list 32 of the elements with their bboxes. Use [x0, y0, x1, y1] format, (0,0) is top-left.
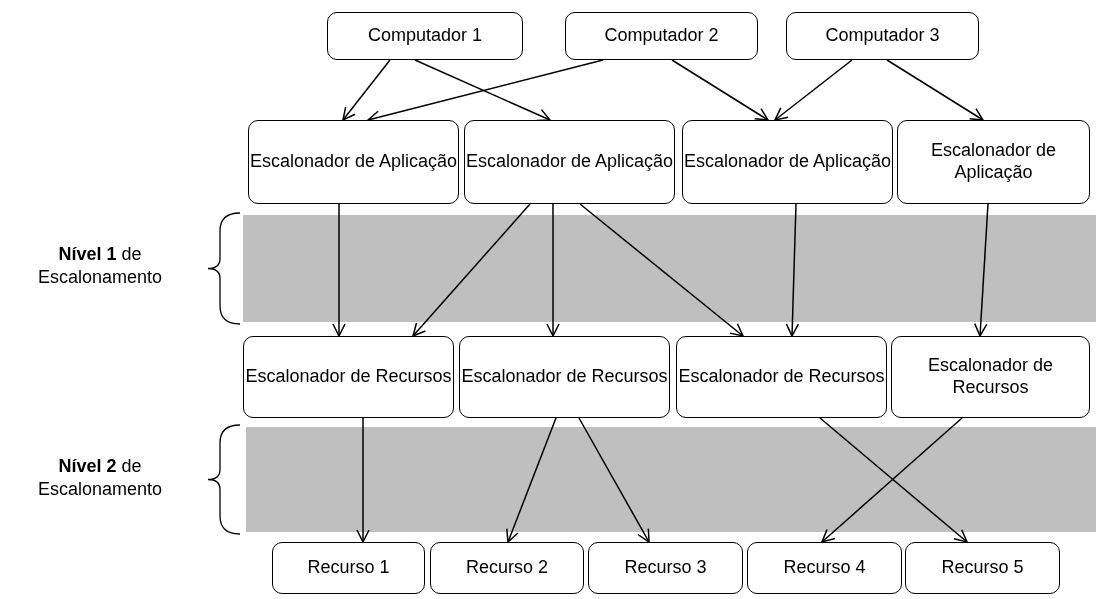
resource-box: Recurso 2 [430, 542, 584, 594]
arrow [579, 203, 744, 337]
level-label: Nível 1 de Escalonamento [36, 243, 164, 288]
resource-scheduler-box: Escalonador de Recursos [243, 336, 454, 418]
computer-box: Computador 3 [786, 12, 979, 60]
resource-box: Recurso 4 [747, 542, 902, 594]
application-scheduler-box: Escalonador de Aplicação [464, 120, 675, 204]
arrow [785, 203, 800, 337]
arrow [414, 59, 551, 122]
arrow [774, 59, 853, 121]
application-scheduler-box: Escalonador de Aplicação [897, 120, 1090, 204]
arrow [974, 203, 989, 337]
arrow [332, 203, 346, 337]
level-label: Nível 2 de Escalonamento [36, 455, 164, 500]
resource-box: Recurso 5 [905, 542, 1060, 594]
resource-scheduler-box: Escalonador de Recursos [459, 336, 670, 418]
arrow [356, 417, 370, 543]
arrow [412, 203, 531, 337]
arrow [342, 59, 391, 121]
arrow [578, 417, 650, 543]
computer-box: Computador 1 [327, 12, 523, 60]
computer-box: Computador 2 [565, 12, 758, 60]
resource-scheduler-box: Escalonador de Recursos [891, 336, 1090, 418]
arrow [886, 59, 984, 121]
resource-box: Recurso 3 [588, 542, 743, 594]
arrow [671, 59, 769, 121]
resource-scheduler-box: Escalonador de Recursos [676, 336, 887, 418]
resource-box: Recurso 1 [272, 542, 425, 594]
arrow [506, 417, 557, 543]
arrow [546, 203, 560, 337]
application-scheduler-box: Escalonador de Aplicação [682, 120, 893, 204]
application-scheduler-box: Escalonador de Aplicação [248, 120, 459, 204]
